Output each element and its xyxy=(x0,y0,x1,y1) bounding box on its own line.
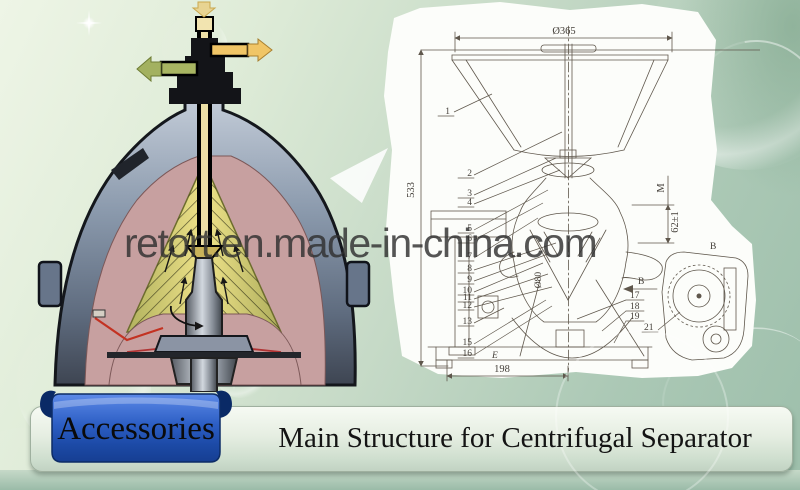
frame-outline xyxy=(430,210,507,356)
feed-hopper-outline xyxy=(451,43,669,179)
svg-text:M: M xyxy=(656,183,667,193)
accessories-ribbon-label[interactable]: Accessories xyxy=(57,410,215,447)
separator-cross-section-illustration xyxy=(37,1,371,392)
dimension-bore: Ø80 xyxy=(534,272,544,289)
part-number-label: 19 xyxy=(630,312,640,322)
detail-b-label: B xyxy=(710,242,716,252)
part-labels: 1 2 3 4 5 6 7 8 9 10 11 12 13 xyxy=(437,93,681,359)
sparkle-decoration xyxy=(76,10,102,36)
rotation-arrow-icon xyxy=(170,305,204,331)
inlet-down-arrow-icon xyxy=(191,1,217,18)
part-number-label: 10 xyxy=(463,286,473,296)
part-number-label: 6 xyxy=(467,234,472,244)
part-number-label: 7 xyxy=(467,252,472,262)
svg-text:B: B xyxy=(638,277,644,287)
part-number-label: 16 xyxy=(463,349,473,359)
outlet-left-arrow-icon xyxy=(136,55,162,83)
part-number-label: 1 xyxy=(445,107,450,117)
part-number-label: 5 xyxy=(467,224,472,234)
inlet-outlet-head xyxy=(136,1,273,104)
distributor-outline xyxy=(541,149,595,179)
view-b-arrow: B xyxy=(623,277,658,293)
part-number-label: 13 xyxy=(463,317,473,327)
page-title: Main Structure for Centrifugal Separator xyxy=(278,421,752,454)
svg-text:533: 533 xyxy=(406,182,417,198)
separator-base xyxy=(107,335,301,392)
dimension-top-diameter: Ø365 xyxy=(454,26,673,53)
watermark-text: retort.en.made-in-china.com xyxy=(124,220,598,266)
part-number-label: 21 xyxy=(644,323,654,333)
outlet-right-arrow-icon xyxy=(247,37,273,63)
part-number-label: 4 xyxy=(467,198,472,208)
part-number-label: 18 xyxy=(630,302,640,312)
svg-text:198: 198 xyxy=(494,364,510,375)
technical-drawing: Ø365 533 M 62±1 Ø80 198 xyxy=(384,2,760,382)
bubble-ring-decoration xyxy=(555,330,729,490)
part-number-label: 17 xyxy=(630,291,640,301)
part-number-label: 12 xyxy=(463,301,473,311)
dimension-overall-height: 533 xyxy=(406,49,760,367)
part-number-label: 8 xyxy=(467,264,472,274)
part-number-label: 3 xyxy=(467,189,472,199)
part-number-label: 9 xyxy=(467,275,472,285)
dimension-outlet-height: M 62±1 xyxy=(631,175,681,244)
part-number-label: 11 xyxy=(463,293,472,303)
part-number-label: 2 xyxy=(467,169,472,179)
part-number-label: 15 xyxy=(463,338,473,348)
svg-text:62±1: 62±1 xyxy=(670,211,681,233)
section-e-label: E xyxy=(491,351,498,361)
svg-text:Ø365: Ø365 xyxy=(552,26,575,37)
accessories-ribbon[interactable] xyxy=(38,388,234,470)
